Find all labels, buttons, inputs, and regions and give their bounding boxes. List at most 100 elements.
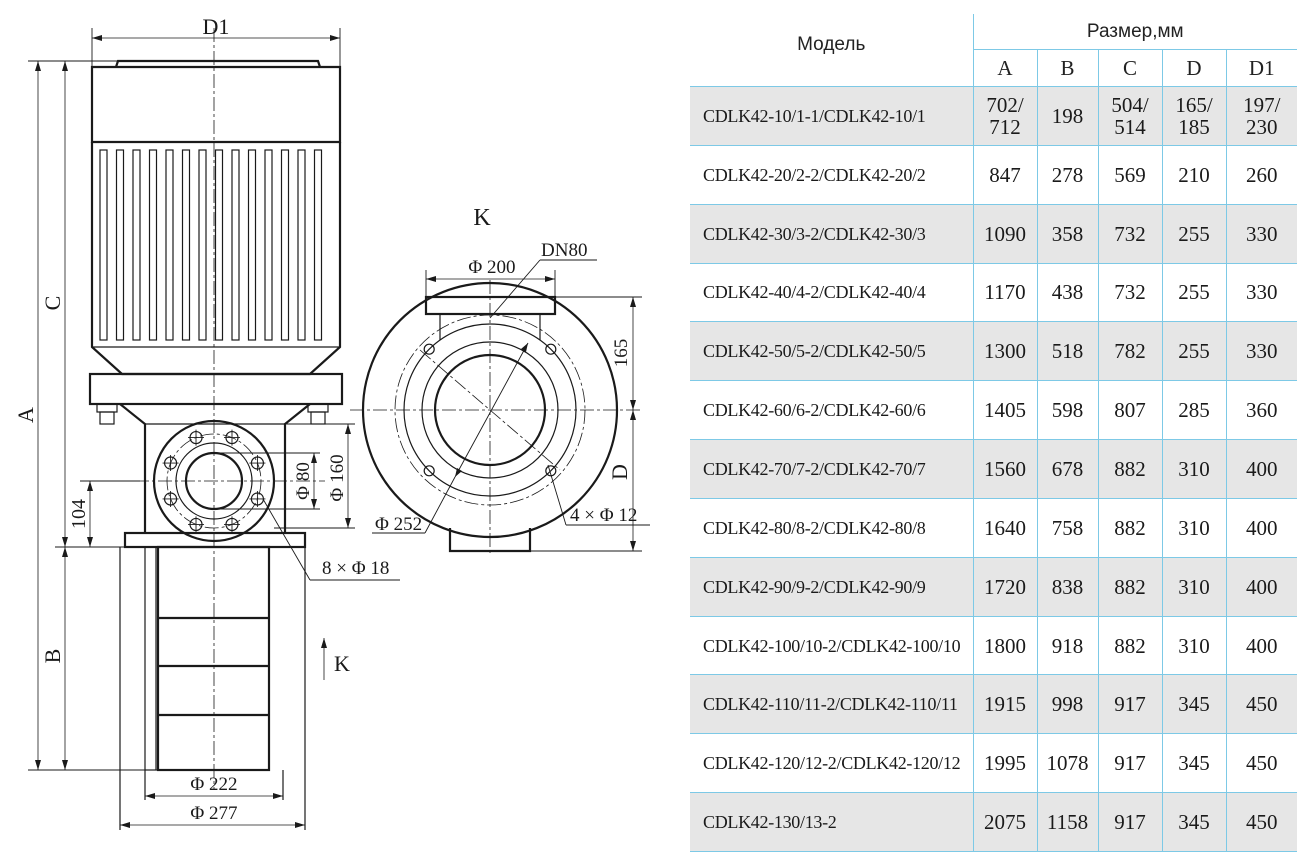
dim-label-104: 104 <box>68 499 90 529</box>
cooling-fin <box>148 149 158 341</box>
value-cell-c: 807 <box>1097 380 1162 441</box>
value-cell-d1: 330 <box>1225 321 1298 382</box>
table-row: CDLK42-80/8-2/CDLK42-80/8 1640 758 882 3… <box>690 498 1298 558</box>
value-cell-d1: 197/230 <box>1225 86 1298 146</box>
model-cell: CDLK42-10/1-1/CDLK42-10/1 <box>690 86 973 146</box>
value-cell-a: 1800 <box>972 616 1037 676</box>
model-column-header: Модель <box>690 14 973 87</box>
dim-label-phi252: Φ 252 <box>375 514 422 535</box>
value-cell-c: 882 <box>1097 557 1162 617</box>
value-cell-b: 1078 <box>1036 733 1098 794</box>
value-cell-b: 678 <box>1036 439 1098 499</box>
value-cell-b: 518 <box>1036 321 1098 382</box>
model-cell: CDLK42-30/3-2/CDLK42-30/3 <box>690 204 973 264</box>
value-cell-d: 345 <box>1161 733 1226 794</box>
motor-flange <box>88 372 344 406</box>
value-cell-d1: 260 <box>1225 145 1298 205</box>
model-cell: CDLK42-70/7-2/CDLK42-70/7 <box>690 439 973 499</box>
value-cell-b: 838 <box>1036 557 1098 617</box>
value-cell-a: 1090 <box>972 204 1037 264</box>
dim-label-phi222: Φ 222 <box>190 774 237 795</box>
value-cell-a: 847 <box>972 145 1037 205</box>
value-cell-b: 1158 <box>1036 792 1098 852</box>
pump-stack <box>156 545 271 772</box>
table-row: CDLK42-130/13-2 2075 1158 917 345 450 <box>690 792 1298 852</box>
cooling-fin <box>280 149 290 341</box>
table-row: CDLK42-70/7-2/CDLK42-70/7 1560 678 882 3… <box>690 439 1298 499</box>
value-cell-a: 1405 <box>972 380 1037 441</box>
col-header-b: B <box>1036 49 1098 87</box>
value-cell-b: 918 <box>1036 616 1098 676</box>
dim-label-d: D <box>607 464 632 480</box>
bolt-hole <box>162 490 179 507</box>
value-cell-d: 345 <box>1161 792 1226 852</box>
value-cell-b: 438 <box>1036 263 1098 323</box>
value-cell-a: 1995 <box>972 733 1037 794</box>
value-cell-c: 782 <box>1097 321 1162 382</box>
dim-label-165: 165 <box>611 339 632 368</box>
table-row: CDLK42-110/11-2/CDLK42-110/11 1915 998 9… <box>690 674 1298 735</box>
flange-bolts <box>96 403 329 425</box>
table-row: CDLK42-120/12-2/CDLK42-120/12 1995 1078 … <box>690 733 1298 794</box>
value-cell-c: 917 <box>1097 733 1162 794</box>
value-cell-b: 358 <box>1036 204 1098 264</box>
value-cell-d: 210 <box>1161 145 1226 205</box>
model-cell: CDLK42-130/13-2 <box>690 792 973 852</box>
col-header-c: C <box>1097 49 1162 87</box>
value-cell-a: 1170 <box>972 263 1037 323</box>
model-cell: CDLK42-50/5-2/CDLK42-50/5 <box>690 321 973 382</box>
value-cell-d1: 400 <box>1225 439 1298 499</box>
model-cell: CDLK42-120/12-2/CDLK42-120/12 <box>690 733 973 794</box>
table-row: CDLK42-20/2-2/CDLK42-20/2 847 278 569 21… <box>690 145 1298 205</box>
dim-label-bolt-4: 4 × Φ 12 <box>570 505 637 526</box>
value-cell-d: 255 <box>1161 204 1226 264</box>
dim-label-bolt-8: 8 × Φ 18 <box>322 558 389 579</box>
dim-label-a: A <box>13 407 38 423</box>
pump-dimension-drawing: D1 A C B 104 Φ 80 Φ 160 8 × Φ 18 Φ 222 Φ… <box>13 14 650 830</box>
value-cell-d: 255 <box>1161 321 1226 382</box>
bolt-hole <box>223 516 240 533</box>
value-cell-a: 1560 <box>972 439 1037 499</box>
value-cell-d1: 450 <box>1225 674 1298 735</box>
value-cell-d1: 450 <box>1225 733 1298 794</box>
table-row: CDLK42-40/4-2/CDLK42-40/4 1170 438 732 2… <box>690 263 1298 323</box>
front-view: D1 A C B 104 Φ 80 Φ 160 8 × Φ 18 Φ 222 Φ… <box>13 14 400 830</box>
value-cell-b: 758 <box>1036 498 1098 558</box>
cooling-fin <box>247 149 257 341</box>
value-cell-c: 882 <box>1097 616 1162 676</box>
value-cell-a: 1640 <box>972 498 1037 558</box>
dimensions-table: Модель Размер,мм A B C D D1 CDLK42-10/1-… <box>690 14 1298 852</box>
cooling-fin <box>297 149 306 341</box>
cooling-fin <box>231 149 240 341</box>
cooling-fin <box>99 149 108 341</box>
value-cell-d1: 400 <box>1225 557 1298 617</box>
value-cell-d: 310 <box>1161 439 1226 499</box>
view-k-bolt-holes <box>423 343 557 477</box>
size-group-header: Размер,мм <box>972 14 1298 50</box>
bolt-hole <box>188 429 205 446</box>
model-cell: CDLK42-40/4-2/CDLK42-40/4 <box>690 263 973 323</box>
bolt-hole <box>188 516 205 533</box>
dim-label-phi200: Φ 200 <box>468 257 515 278</box>
cooling-fin <box>198 149 207 341</box>
table-row: CDLK42-50/5-2/CDLK42-50/5 1300 518 782 2… <box>690 321 1298 382</box>
col-header-d1: D1 <box>1225 49 1298 87</box>
dim-label-c: C <box>40 296 65 311</box>
cooling-fin <box>181 149 191 341</box>
value-cell-d: 255 <box>1161 263 1226 323</box>
table-row: CDLK42-60/6-2/CDLK42-60/6 1405 598 807 2… <box>690 380 1298 441</box>
model-cell: CDLK42-90/9-2/CDLK42-90/9 <box>690 557 973 617</box>
col-header-a: A <box>972 49 1037 87</box>
motor-housing <box>90 65 342 144</box>
table-row: CDLK42-10/1-1/CDLK42-10/1 702/712 198 50… <box>690 86 1298 146</box>
dim-label-phi80: Φ 80 <box>293 462 314 500</box>
value-cell-a: 2075 <box>972 792 1037 852</box>
value-cell-c: 504/514 <box>1097 86 1162 146</box>
table-row: CDLK42-100/10-2/CDLK42-100/10 1800 918 8… <box>690 616 1298 676</box>
value-cell-b: 998 <box>1036 674 1098 735</box>
value-cell-b: 198 <box>1036 86 1098 146</box>
table-row: CDLK42-90/9-2/CDLK42-90/9 1720 838 882 3… <box>690 557 1298 617</box>
dim-label-phi160: Φ 160 <box>327 454 348 501</box>
cooling-fin <box>264 149 273 341</box>
dim-label-d1: D1 <box>203 14 230 39</box>
